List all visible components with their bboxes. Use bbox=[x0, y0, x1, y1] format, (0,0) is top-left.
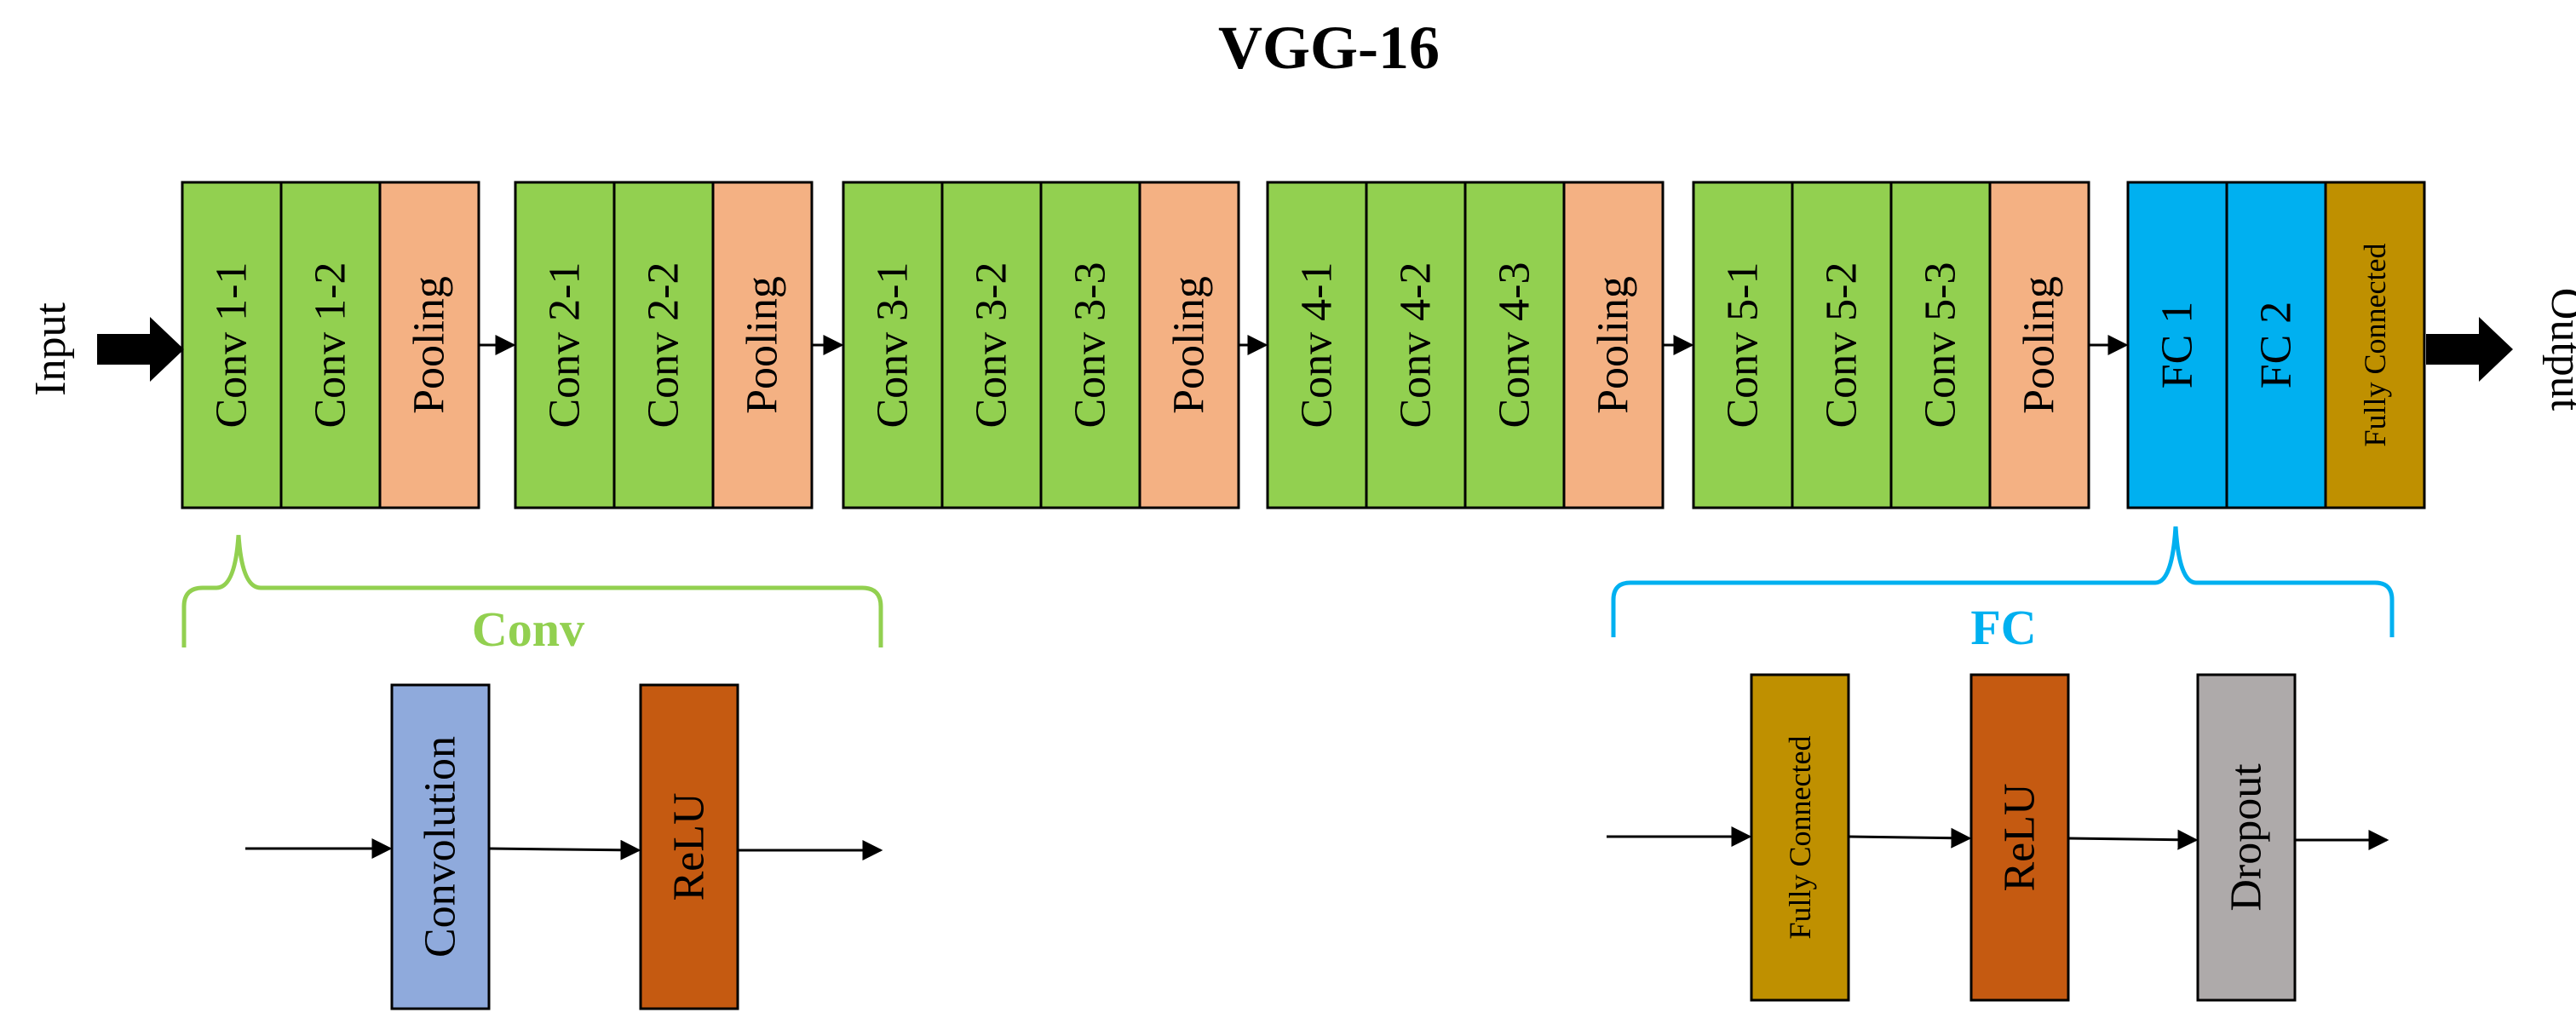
output-arrow bbox=[2426, 317, 2513, 382]
block-conv-1-1-label: Conv 1-1 bbox=[208, 262, 256, 429]
block-conv-4-2-box bbox=[1365, 181, 1467, 509]
block-conv-3-1-label: Conv 3-1 bbox=[869, 262, 917, 429]
fc-detail-arrow bbox=[2067, 829, 2199, 850]
block-convolution-label: Convolution bbox=[417, 736, 465, 958]
block-conv-2-2-label: Conv 2-2 bbox=[640, 262, 688, 429]
block-pooling: Pooling bbox=[1138, 181, 1240, 509]
block-conv-3-3-label: Conv 3-3 bbox=[1067, 262, 1115, 429]
block-conv-1-2-label: Conv 1-2 bbox=[307, 262, 355, 429]
block-conv-4-1: Conv 4-1 bbox=[1266, 181, 1368, 509]
conv-detail-arrow bbox=[488, 839, 641, 860]
block-conv-3-2-label: Conv 3-2 bbox=[968, 262, 1016, 429]
block-relu-box bbox=[1969, 673, 2070, 1002]
block-conv-3-2-box bbox=[940, 181, 1043, 509]
output-label: Output bbox=[2542, 288, 2576, 411]
block-conv-4-2: Conv 4-2 bbox=[1365, 181, 1467, 509]
block-pooling-label: Pooling bbox=[739, 276, 787, 414]
block-conv-4-2-label: Conv 4-2 bbox=[1392, 262, 1440, 429]
block-conv-5-3-label: Conv 5-3 bbox=[1917, 262, 1965, 429]
block-pooling-label: Pooling bbox=[405, 276, 454, 414]
block-fc-2-label: FC 2 bbox=[2252, 302, 2301, 389]
block-conv-5-3: Conv 5-3 bbox=[1889, 181, 1992, 509]
fc-bracket bbox=[1611, 526, 2395, 637]
block-conv-4-3-label: Conv 4-3 bbox=[1491, 262, 1539, 429]
block-conv-5-2: Conv 5-2 bbox=[1791, 181, 1893, 509]
block-conv-4-1-label: Conv 4-1 bbox=[1293, 262, 1342, 429]
block-pooling-label: Pooling bbox=[1165, 276, 1214, 414]
block-pooling-label: Pooling bbox=[2015, 276, 2064, 414]
block-conv-3-3-box bbox=[1039, 181, 1141, 509]
fc-detail-arrow bbox=[1848, 827, 1972, 849]
block-relu-box bbox=[639, 683, 739, 1010]
block-fully-connected-box bbox=[2324, 181, 2426, 509]
block-fc-1: FC 1 bbox=[2126, 181, 2228, 509]
block-conv-4-1-box bbox=[1266, 181, 1368, 509]
block-conv-2-1: Conv 2-1 bbox=[514, 181, 616, 509]
block-conv-4-3-box bbox=[1463, 181, 1566, 509]
block-dropout: Dropout bbox=[2196, 673, 2297, 1002]
conv-detail: Convolution ReLU bbox=[245, 683, 883, 1010]
block-fully-connected-label: Fully Connected bbox=[2358, 244, 2392, 447]
block-conv-5-1-label: Conv 5-1 bbox=[1719, 262, 1768, 429]
fc-group-label: FC bbox=[1970, 600, 2036, 655]
block-conv-1-2: Conv 1-2 bbox=[279, 181, 382, 509]
block-conv-2-2: Conv 2-2 bbox=[612, 181, 715, 509]
block-relu: ReLU bbox=[1969, 673, 2070, 1002]
block-pooling-label: Pooling bbox=[1590, 276, 1638, 414]
fc-detail: Fully Connected ReLU Dropout bbox=[1607, 673, 2389, 1002]
block-pooling-box bbox=[378, 181, 480, 509]
block-pooling-box bbox=[1138, 181, 1240, 509]
diagram-title: VGG-16 bbox=[1218, 14, 1440, 82]
block-conv-1-2-box bbox=[279, 181, 382, 509]
block-conv-2-1-label: Conv 2-1 bbox=[541, 262, 589, 429]
block-conv-3-1-box bbox=[842, 181, 944, 509]
conv-group-label: Conv bbox=[472, 601, 584, 657]
conv-bracket bbox=[181, 534, 883, 647]
block-dropout-box bbox=[2196, 673, 2297, 1002]
block-relu-label: ReLU bbox=[1996, 783, 2044, 891]
block-pooling-box bbox=[1988, 181, 2090, 509]
main-pipeline: Conv 1-1 Conv 1-2 Pooling Conv 2-1 Conv 2-2 P… bbox=[181, 181, 2426, 509]
block-fc-1-label: FC 1 bbox=[2153, 302, 2202, 389]
block-pooling-box bbox=[711, 181, 814, 509]
block-fc-1-box bbox=[2126, 181, 2228, 509]
block-conv-5-2-label: Conv 5-2 bbox=[1818, 262, 1866, 429]
block-fully-connected-box bbox=[1750, 673, 1850, 1002]
block-pooling: Pooling bbox=[1988, 181, 2090, 509]
block-fc-2-box bbox=[2225, 181, 2327, 509]
block-conv-1-1: Conv 1-1 bbox=[181, 181, 283, 509]
block-pooling-box bbox=[1562, 181, 1665, 509]
block-relu: ReLU bbox=[639, 683, 739, 1010]
block-conv-3-2: Conv 3-2 bbox=[940, 181, 1043, 509]
block-dropout-label: Dropout bbox=[2222, 763, 2271, 912]
block-pooling: Pooling bbox=[1562, 181, 1665, 509]
block-conv-5-1: Conv 5-1 bbox=[1692, 181, 1794, 509]
block-relu-label: ReLU bbox=[665, 792, 714, 901]
block-fully-connected: Fully Connected bbox=[2324, 181, 2426, 509]
block-conv-1-1-box bbox=[181, 181, 283, 509]
block-conv-4-3: Conv 4-3 bbox=[1463, 181, 1566, 509]
block-pooling: Pooling bbox=[378, 181, 480, 509]
block-fully-connected: Fully Connected bbox=[1750, 673, 1850, 1002]
input-arrow bbox=[97, 317, 184, 382]
block-convolution-box bbox=[390, 683, 491, 1010]
block-fc-2: FC 2 bbox=[2225, 181, 2327, 509]
block-convolution: Convolution bbox=[390, 683, 491, 1010]
block-pooling: Pooling bbox=[711, 181, 814, 509]
block-conv-3-1: Conv 3-1 bbox=[842, 181, 944, 509]
block-fully-connected-label: Fully Connected bbox=[1783, 736, 1817, 940]
block-conv-3-3: Conv 3-3 bbox=[1039, 181, 1141, 509]
input-label: Input bbox=[26, 302, 75, 396]
